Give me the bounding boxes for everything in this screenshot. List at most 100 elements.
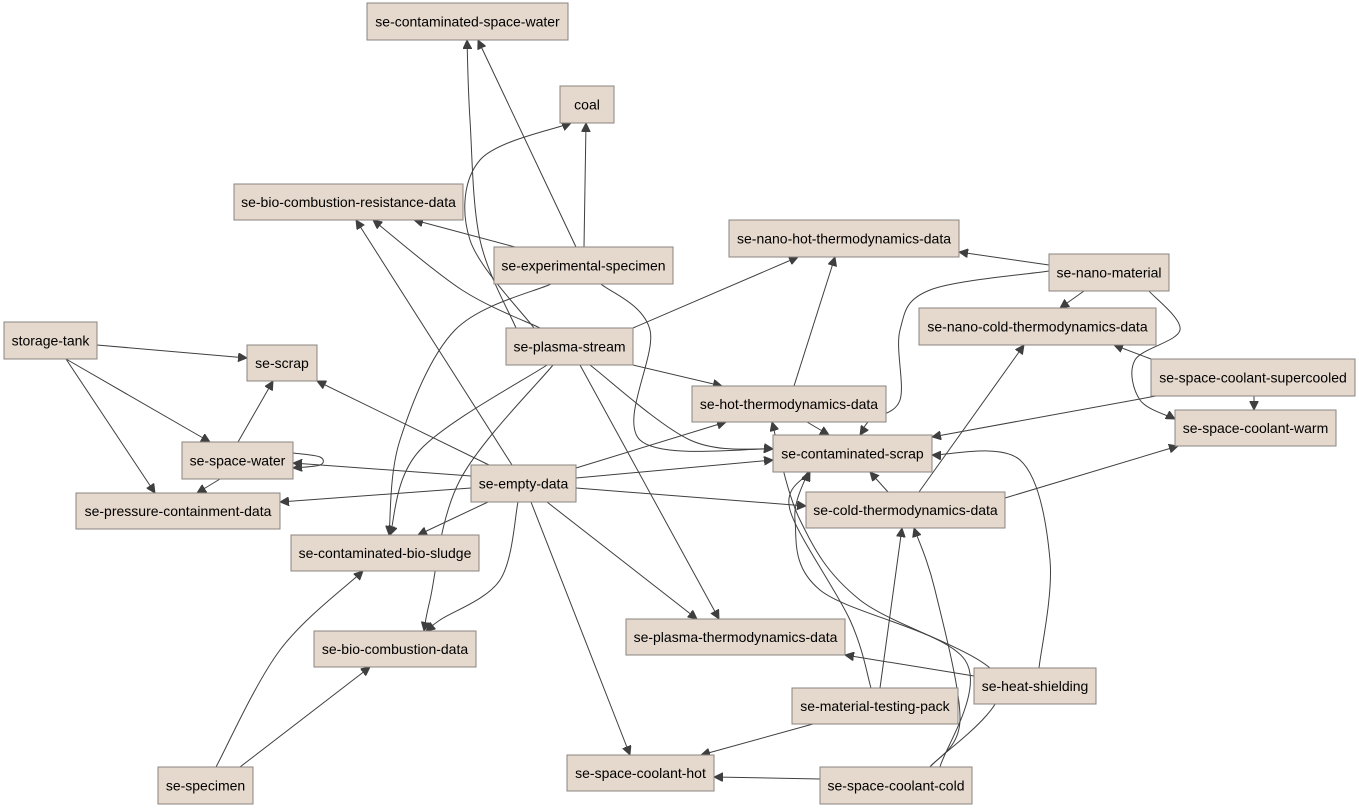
node-space-coolant-warm[interactable]: se-space-coolant-warm bbox=[1174, 409, 1337, 447]
node-box bbox=[1174, 409, 1337, 447]
node-label: se-space-coolant-warm bbox=[1183, 420, 1329, 436]
node-label: se-heat-shielding bbox=[982, 678, 1089, 694]
node-plasma-stream[interactable]: se-plasma-stream bbox=[505, 327, 634, 366]
node-box bbox=[313, 630, 477, 668]
node-bio-combustion-data[interactable]: se-bio-combustion-data bbox=[313, 630, 477, 668]
node-space-coolant-hot[interactable]: se-space-coolant-hot bbox=[566, 754, 715, 792]
node-bio-combustion-resistance-data[interactable]: se-bio-combustion-resistance-data bbox=[233, 183, 464, 221]
edge-experimental-specimen-to-bio-combustion-resistance-data bbox=[414, 220, 516, 248]
node-space-water[interactable]: se-space-water bbox=[181, 441, 294, 480]
node-nano-material[interactable]: se-nano-material bbox=[1048, 253, 1170, 292]
node-empty-data[interactable]: se-empty-data bbox=[470, 464, 577, 503]
edge-specimen-to-contaminated-bio-sludge bbox=[215, 571, 363, 768]
edge-hot-thermodynamics-data-to-contaminated-scrap bbox=[806, 421, 829, 435]
edge-specimen-to-bio-combustion-data bbox=[239, 667, 370, 768]
edge-cold-thermodynamics-data-to-contaminated-scrap bbox=[870, 472, 889, 493]
node-label: se-space-coolant-hot bbox=[575, 765, 706, 781]
edge-material-testing-pack-to-contaminated-scrap bbox=[788, 472, 872, 689]
edge-material-testing-pack-to-space-coolant-hot bbox=[701, 723, 814, 755]
node-label: se-contaminated-bio-sludge bbox=[299, 545, 472, 561]
node-storage-tank[interactable]: storage-tank bbox=[3, 321, 98, 360]
node-box bbox=[1048, 253, 1170, 292]
node-pressure-containment-data[interactable]: se-pressure-containment-data bbox=[75, 492, 281, 530]
node-box bbox=[691, 385, 887, 423]
edge-cold-thermodynamics-data-to-space-coolant-warm bbox=[1004, 446, 1178, 499]
node-box bbox=[819, 766, 973, 805]
edge-space-water-to-scrap bbox=[237, 381, 273, 443]
edge-cold-thermodynamics-data-to-nano-cold-thermodynamics-data bbox=[918, 345, 1024, 493]
node-label: se-plasma-thermodynamics-data bbox=[634, 629, 838, 645]
node-contaminated-bio-sludge[interactable]: se-contaminated-bio-sludge bbox=[290, 534, 480, 572]
edge-layer bbox=[65, 40, 1254, 779]
node-box bbox=[625, 618, 846, 656]
edge-space-water-to-space-water bbox=[293, 452, 324, 468]
edge-empty-data-to-space-coolant-hot bbox=[530, 501, 630, 755]
node-specimen[interactable]: se-specimen bbox=[157, 766, 254, 805]
node-space-coolant-supercooled[interactable]: se-space-coolant-supercooled bbox=[1150, 358, 1356, 397]
node-coal[interactable]: coal bbox=[559, 85, 615, 124]
edge-nano-material-to-contaminated-scrap bbox=[860, 270, 1050, 435]
node-scrap[interactable]: se-scrap bbox=[246, 344, 318, 382]
node-nano-hot-thermodynamics-data[interactable]: se-nano-hot-thermodynamics-data bbox=[728, 219, 960, 258]
node-box bbox=[290, 534, 480, 572]
node-box bbox=[3, 321, 98, 360]
edge-plasma-stream-to-plasma-thermodynamics-data bbox=[579, 364, 719, 619]
edge-experimental-specimen-to-coal bbox=[584, 123, 586, 248]
node-box bbox=[246, 344, 318, 382]
node-label: se-nano-cold-thermodynamics-data bbox=[927, 319, 1147, 335]
node-box bbox=[233, 183, 464, 221]
edge-space-coolant-supercooled-to-nano-cold-thermodynamics-data bbox=[1114, 345, 1152, 360]
node-contaminated-space-water[interactable]: se-contaminated-space-water bbox=[366, 2, 569, 41]
edge-heat-shielding-to-plasma-thermodynamics-data bbox=[845, 655, 975, 677]
edge-empty-data-to-contaminated-scrap bbox=[575, 460, 773, 479]
node-heat-shielding[interactable]: se-heat-shielding bbox=[973, 667, 1097, 705]
node-hot-thermodynamics-data[interactable]: se-hot-thermodynamics-data bbox=[691, 385, 887, 423]
node-box bbox=[181, 441, 294, 480]
node-label: se-bio-combustion-data bbox=[322, 641, 469, 657]
node-box bbox=[559, 85, 615, 124]
node-box bbox=[366, 2, 569, 41]
node-label: se-nano-hot-thermodynamics-data bbox=[737, 231, 951, 247]
edge-experimental-specimen-to-contaminated-bio-sludge bbox=[389, 283, 552, 535]
node-label: se-contaminated-space-water bbox=[375, 14, 560, 30]
node-nano-cold-thermodynamics-data[interactable]: se-nano-cold-thermodynamics-data bbox=[918, 307, 1157, 346]
node-contaminated-scrap[interactable]: se-contaminated-scrap bbox=[772, 434, 933, 473]
node-label: se-plasma-stream bbox=[513, 339, 625, 355]
node-box bbox=[1150, 358, 1356, 397]
edge-plasma-stream-to-contaminated-space-water bbox=[467, 40, 517, 329]
edge-plasma-stream-to-nano-hot-thermodynamics-data bbox=[632, 257, 798, 329]
node-label: se-bio-combustion-resistance-data bbox=[241, 194, 456, 210]
node-space-coolant-cold[interactable]: se-space-coolant-cold bbox=[819, 766, 973, 805]
edge-empty-data-to-scrap bbox=[317, 381, 490, 466]
edge-plasma-stream-to-bio-combustion-resistance-data bbox=[373, 220, 541, 329]
edge-empty-data-to-contaminated-bio-sludge bbox=[418, 501, 489, 535]
node-material-testing-pack[interactable]: se-material-testing-pack bbox=[791, 687, 959, 725]
edge-experimental-specimen-to-contaminated-space-water bbox=[478, 40, 577, 248]
node-label: se-hot-thermodynamics-data bbox=[700, 396, 878, 412]
node-plasma-thermodynamics-data[interactable]: se-plasma-thermodynamics-data bbox=[625, 618, 846, 656]
node-layer: se-contaminated-space-water coal se-bio-co… bbox=[3, 2, 1356, 805]
edge-empty-data-to-bio-combustion-resistance-data bbox=[356, 220, 513, 466]
node-experimental-specimen[interactable]: se-experimental-specimen bbox=[493, 246, 674, 285]
edge-space-water-to-pressure-containment-data bbox=[197, 478, 221, 493]
edge-nano-material-to-nano-cold-thermodynamics-data bbox=[1060, 290, 1085, 308]
node-label: se-specimen bbox=[166, 778, 245, 794]
node-box bbox=[918, 307, 1157, 346]
edge-storage-tank-to-scrap bbox=[96, 344, 247, 358]
node-box bbox=[791, 687, 959, 725]
edge-space-coolant-cold-to-hot-thermodynamics-data bbox=[772, 422, 1002, 768]
edge-hot-thermodynamics-data-to-nano-hot-thermodynamics-data bbox=[793, 257, 835, 387]
node-cold-thermodynamics-data[interactable]: se-cold-thermodynamics-data bbox=[805, 491, 1006, 529]
edge-space-coolant-cold-to-cold-thermodynamics-data bbox=[914, 528, 961, 768]
node-box bbox=[470, 464, 577, 503]
edge-empty-data-to-cold-thermodynamics-data bbox=[575, 487, 806, 506]
edge-space-coolant-cold-to-contaminated-scrap bbox=[794, 472, 971, 768]
edge-plasma-stream-to-contaminated-scrap bbox=[589, 364, 773, 449]
node-box bbox=[157, 766, 254, 805]
node-box bbox=[772, 434, 933, 473]
node-label: se-pressure-containment-data bbox=[85, 503, 272, 519]
node-box bbox=[805, 491, 1006, 529]
edge-experimental-specimen-to-contaminated-scrap bbox=[600, 283, 773, 451]
edge-empty-data-to-space-water bbox=[293, 463, 472, 477]
